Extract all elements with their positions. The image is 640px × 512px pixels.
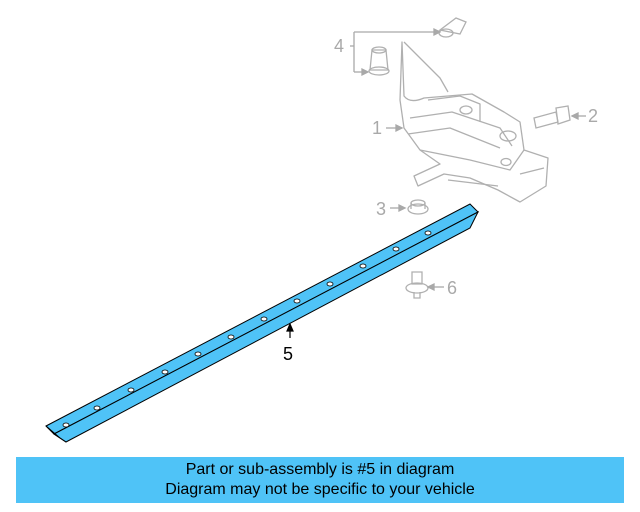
clip-part-4-lower — [368, 46, 390, 76]
clip-part-4-upper — [438, 17, 467, 38]
banner-line-2: Diagram may not be specific to your vehi… — [165, 481, 475, 498]
bolt-part-2 — [533, 105, 571, 129]
rail-side-face — [53, 210, 480, 443]
bracket-assembly — [399, 41, 549, 203]
nut-part-3 — [407, 199, 429, 215]
callout-4: 4 — [334, 36, 344, 56]
callout-5: 5 — [283, 344, 293, 364]
callout-3: 3 — [376, 199, 386, 219]
leader-part-5 — [286, 322, 294, 338]
info-banner: Part or sub-assembly is #5 in diagram Di… — [16, 457, 624, 503]
callout-2: 2 — [588, 106, 598, 126]
leader-lines — [350, 27, 586, 292]
callout-6: 6 — [447, 278, 457, 298]
parts-diagram: 1 2 3 4 5 6 — [45, 17, 598, 443]
rail-holes — [62, 230, 432, 428]
rail-part-5 — [45, 203, 480, 443]
bolt-part-6 — [405, 271, 429, 299]
callout-1: 1 — [372, 118, 382, 138]
banner-line-1: Part or sub-assembly is #5 in diagram — [185, 461, 455, 478]
